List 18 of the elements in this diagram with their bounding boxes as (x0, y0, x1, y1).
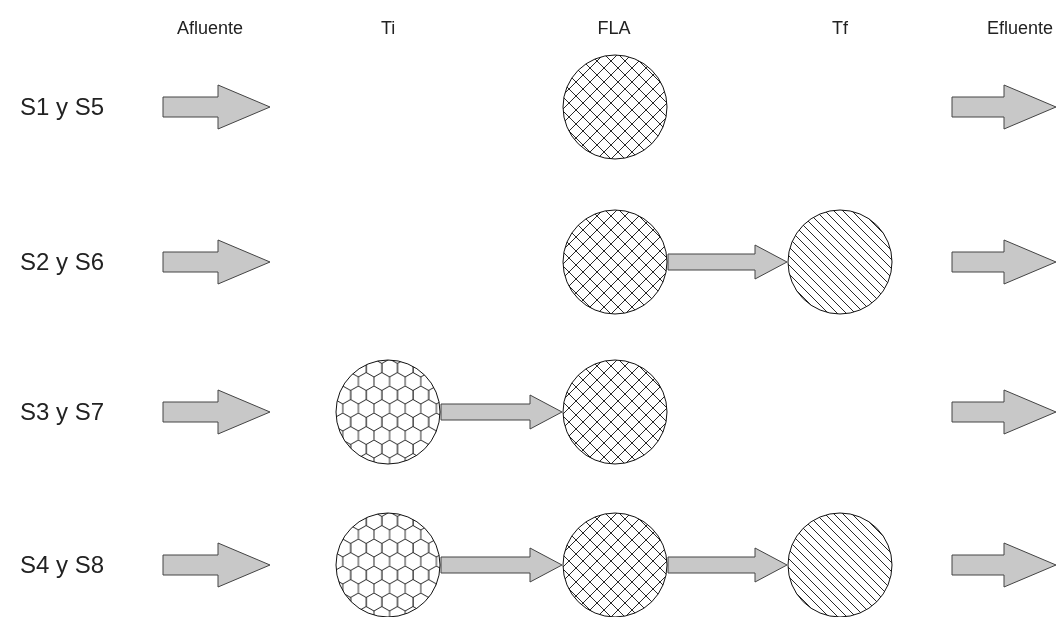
column-header: FLA (597, 17, 631, 39)
column-header: Efluente (987, 17, 1054, 39)
column-header: Tf (832, 17, 848, 39)
row-label: S1 y S5 (20, 93, 105, 121)
row-label: S2 y S6 (20, 248, 105, 276)
row-label: S4 y S8 (20, 551, 105, 579)
column-header: Ti (381, 17, 396, 39)
hatched-circle (787, 209, 893, 315)
row-label: S3 y S7 (20, 398, 105, 426)
block-arrow (667, 547, 788, 583)
hatched-circle (562, 54, 668, 160)
hatched-circle (335, 359, 441, 465)
hatched-circle (562, 209, 668, 315)
block-arrow (440, 547, 563, 583)
block-arrow (440, 394, 563, 430)
hatched-circle (562, 359, 668, 465)
block-arrow (667, 244, 788, 280)
column-header: Afluente (177, 17, 244, 39)
